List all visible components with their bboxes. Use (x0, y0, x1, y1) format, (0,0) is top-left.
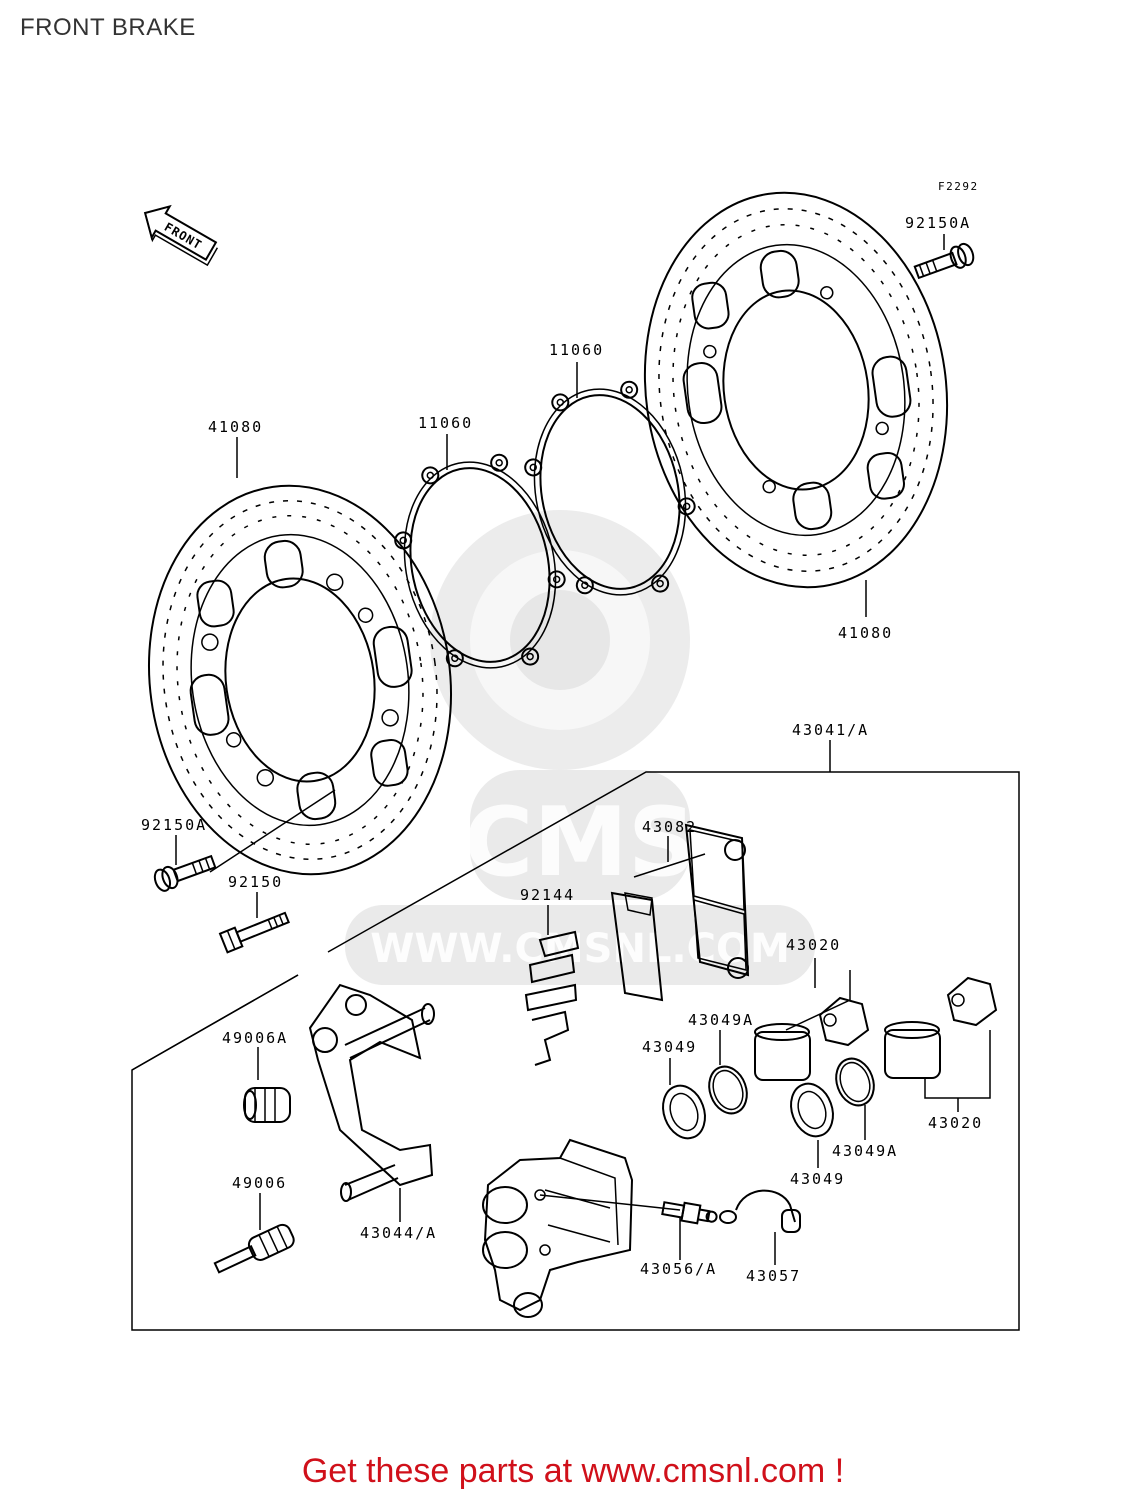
watermark-url: WWW.CMSNL.COM (370, 926, 790, 972)
piston-center (754, 1023, 811, 1081)
part-label: 49006 (232, 1174, 287, 1192)
brake-pad-outer (684, 823, 750, 979)
front-direction-arrow: FRONT (143, 204, 219, 267)
part-label: 43044/A (360, 1224, 437, 1242)
part-label: 43020 (786, 936, 841, 954)
part-labels: 92150A 11060 41080 11060 41080 43041/A 4… (141, 214, 983, 1285)
part-label: 11060 (549, 341, 604, 359)
part-label: 43082 (642, 818, 697, 836)
part-label: 41080 (208, 418, 263, 436)
part-label: 92144 (520, 886, 575, 904)
dust-seal-top (662, 1084, 706, 1140)
part-label: 11060 (418, 414, 473, 432)
pad-spring (524, 930, 580, 1066)
piston-cap-center (818, 996, 870, 1047)
part-label: 43020 (928, 1114, 983, 1132)
part-label: 92150A (141, 816, 207, 834)
dust-seal-bottom (790, 1082, 834, 1138)
disc-bolt-top (913, 242, 975, 280)
disc-bolt-left (153, 854, 217, 892)
part-label: 92150A (905, 214, 971, 232)
watermark-logo: CMS (464, 788, 697, 898)
leader-lines (175, 234, 991, 1265)
caliper-bracket (308, 983, 435, 1202)
figure-code: F2292 (938, 180, 979, 193)
page-title: FRONT BRAKE (20, 14, 196, 41)
part-label: 43049 (642, 1038, 697, 1056)
part-label: 43049A (832, 1142, 898, 1160)
gasket-right (524, 380, 696, 596)
caliper-body (482, 1138, 634, 1318)
brake-disc-right (643, 191, 949, 589)
watermark: CMS WWW.CMSNL.COM (345, 510, 815, 985)
piston-cap-right (946, 976, 998, 1027)
part-label: 41080 (838, 624, 893, 642)
part-label: 49006A (222, 1029, 288, 1047)
part-label: 43041/A (792, 721, 869, 739)
part-label: 43049A (688, 1011, 754, 1029)
part-label: 43057 (746, 1267, 801, 1285)
bleeder-valve (661, 1201, 718, 1225)
part-label: 92150 (228, 873, 283, 891)
piston-seal-bottom (835, 1057, 875, 1107)
footer-promo-link[interactable]: Get these parts at www.cmsnl.com ! (301, 1452, 845, 1490)
bleeder-cap (719, 1189, 801, 1233)
part-label: 43049 (790, 1170, 845, 1188)
gasket-left (394, 453, 566, 669)
brake-disc-left (148, 484, 452, 876)
slide-pin (213, 1223, 295, 1274)
piston-seal-top (708, 1065, 748, 1115)
part-label: 43056/A (640, 1260, 717, 1278)
caliper-mounting-bolt (218, 911, 290, 954)
brake-pad-inner (610, 891, 664, 1002)
slide-pin-boot (243, 1087, 291, 1123)
piston-right (884, 1021, 941, 1079)
